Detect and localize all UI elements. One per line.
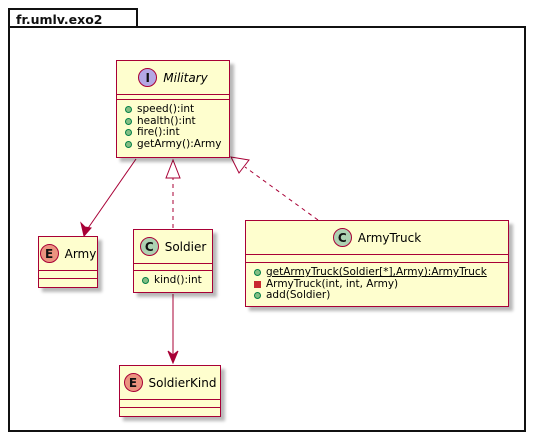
soldier-methods: kind():int [134,271,212,291]
method-text: getArmyTruck(Soldier[*],Army):ArmyTruck [266,266,487,278]
army-enum: E Army [38,236,98,288]
triangle-armytruck-military [230,156,250,174]
soldierkind-enum: E SoldierKind [119,365,221,417]
method-row: health():int [125,114,223,128]
enum-icon: E [39,244,59,263]
public-icon [254,269,261,277]
class-icon: C [139,237,159,256]
method-row: getArmy():Army [125,137,223,151]
method-row: speed():int [125,103,223,116]
armytruck-class: C ArmyTruck getArmyTruck(Soldier[*],Army… [245,220,509,307]
private-icon [254,280,261,288]
military-fields [117,95,229,100]
army-header: E Army [39,237,97,271]
arrowhead-soldierkind [167,350,179,365]
armytruck-fields [246,255,508,263]
armytruck-methods: getArmyTruck(Soldier[*],Army):ArmyTruck … [246,263,508,306]
method-row: ArmyTruck(int, int, Army) [254,277,502,291]
soldier-header: C Soldier [134,230,212,264]
military-interface: I Military speed():int health():int fire… [116,60,230,158]
military-header: I Military [117,61,229,95]
method-text: getArmy():Army [137,137,222,150]
method-row: kind():int [142,274,206,287]
public-icon [142,277,149,285]
method-text: speed():int [137,103,195,115]
army-title: Army [64,246,97,261]
edge-military-army [83,158,137,235]
soldierkind-fields [120,400,220,408]
edge-armytruck-military [244,166,319,221]
soldierkind-header: E SoldierKind [120,366,220,400]
interface-icon: I [138,68,158,87]
military-methods: speed():int health():int fire():int getA… [117,100,229,154]
soldier-title: Soldier [164,239,207,254]
method-text: fire():int [137,126,180,138]
army-fields [39,271,97,279]
soldier-fields [134,264,212,271]
method-row: getArmyTruck(Soldier[*],Army):ArmyTruck [254,266,502,279]
public-icon [125,140,132,148]
method-text: add(Soldier) [266,289,331,301]
method-text: kind():int [154,274,202,286]
armytruck-header: C ArmyTruck [246,221,508,255]
method-text: health():int [137,114,196,127]
public-icon [125,129,132,137]
soldier-class: C Soldier kind():int [133,229,213,293]
armytruck-title: ArmyTruck [357,230,422,245]
package-name: fr.umlv.exo2 [16,12,103,27]
class-icon: C [332,228,352,247]
soldierkind-title: SoldierKind [148,375,217,390]
public-icon [125,117,132,125]
public-icon [125,106,132,114]
method-row: add(Soldier) [254,289,502,302]
method-text: ArmyTruck(int, int, Army) [266,277,399,290]
triangle-soldier-military [165,158,181,179]
package-tab: fr.umlv.exo2 [8,8,138,28]
enum-icon: E [123,373,143,392]
method-row: fire():int [125,126,223,139]
arrowhead-army [80,221,92,238]
military-title: Military [163,70,208,85]
public-icon [254,292,261,300]
